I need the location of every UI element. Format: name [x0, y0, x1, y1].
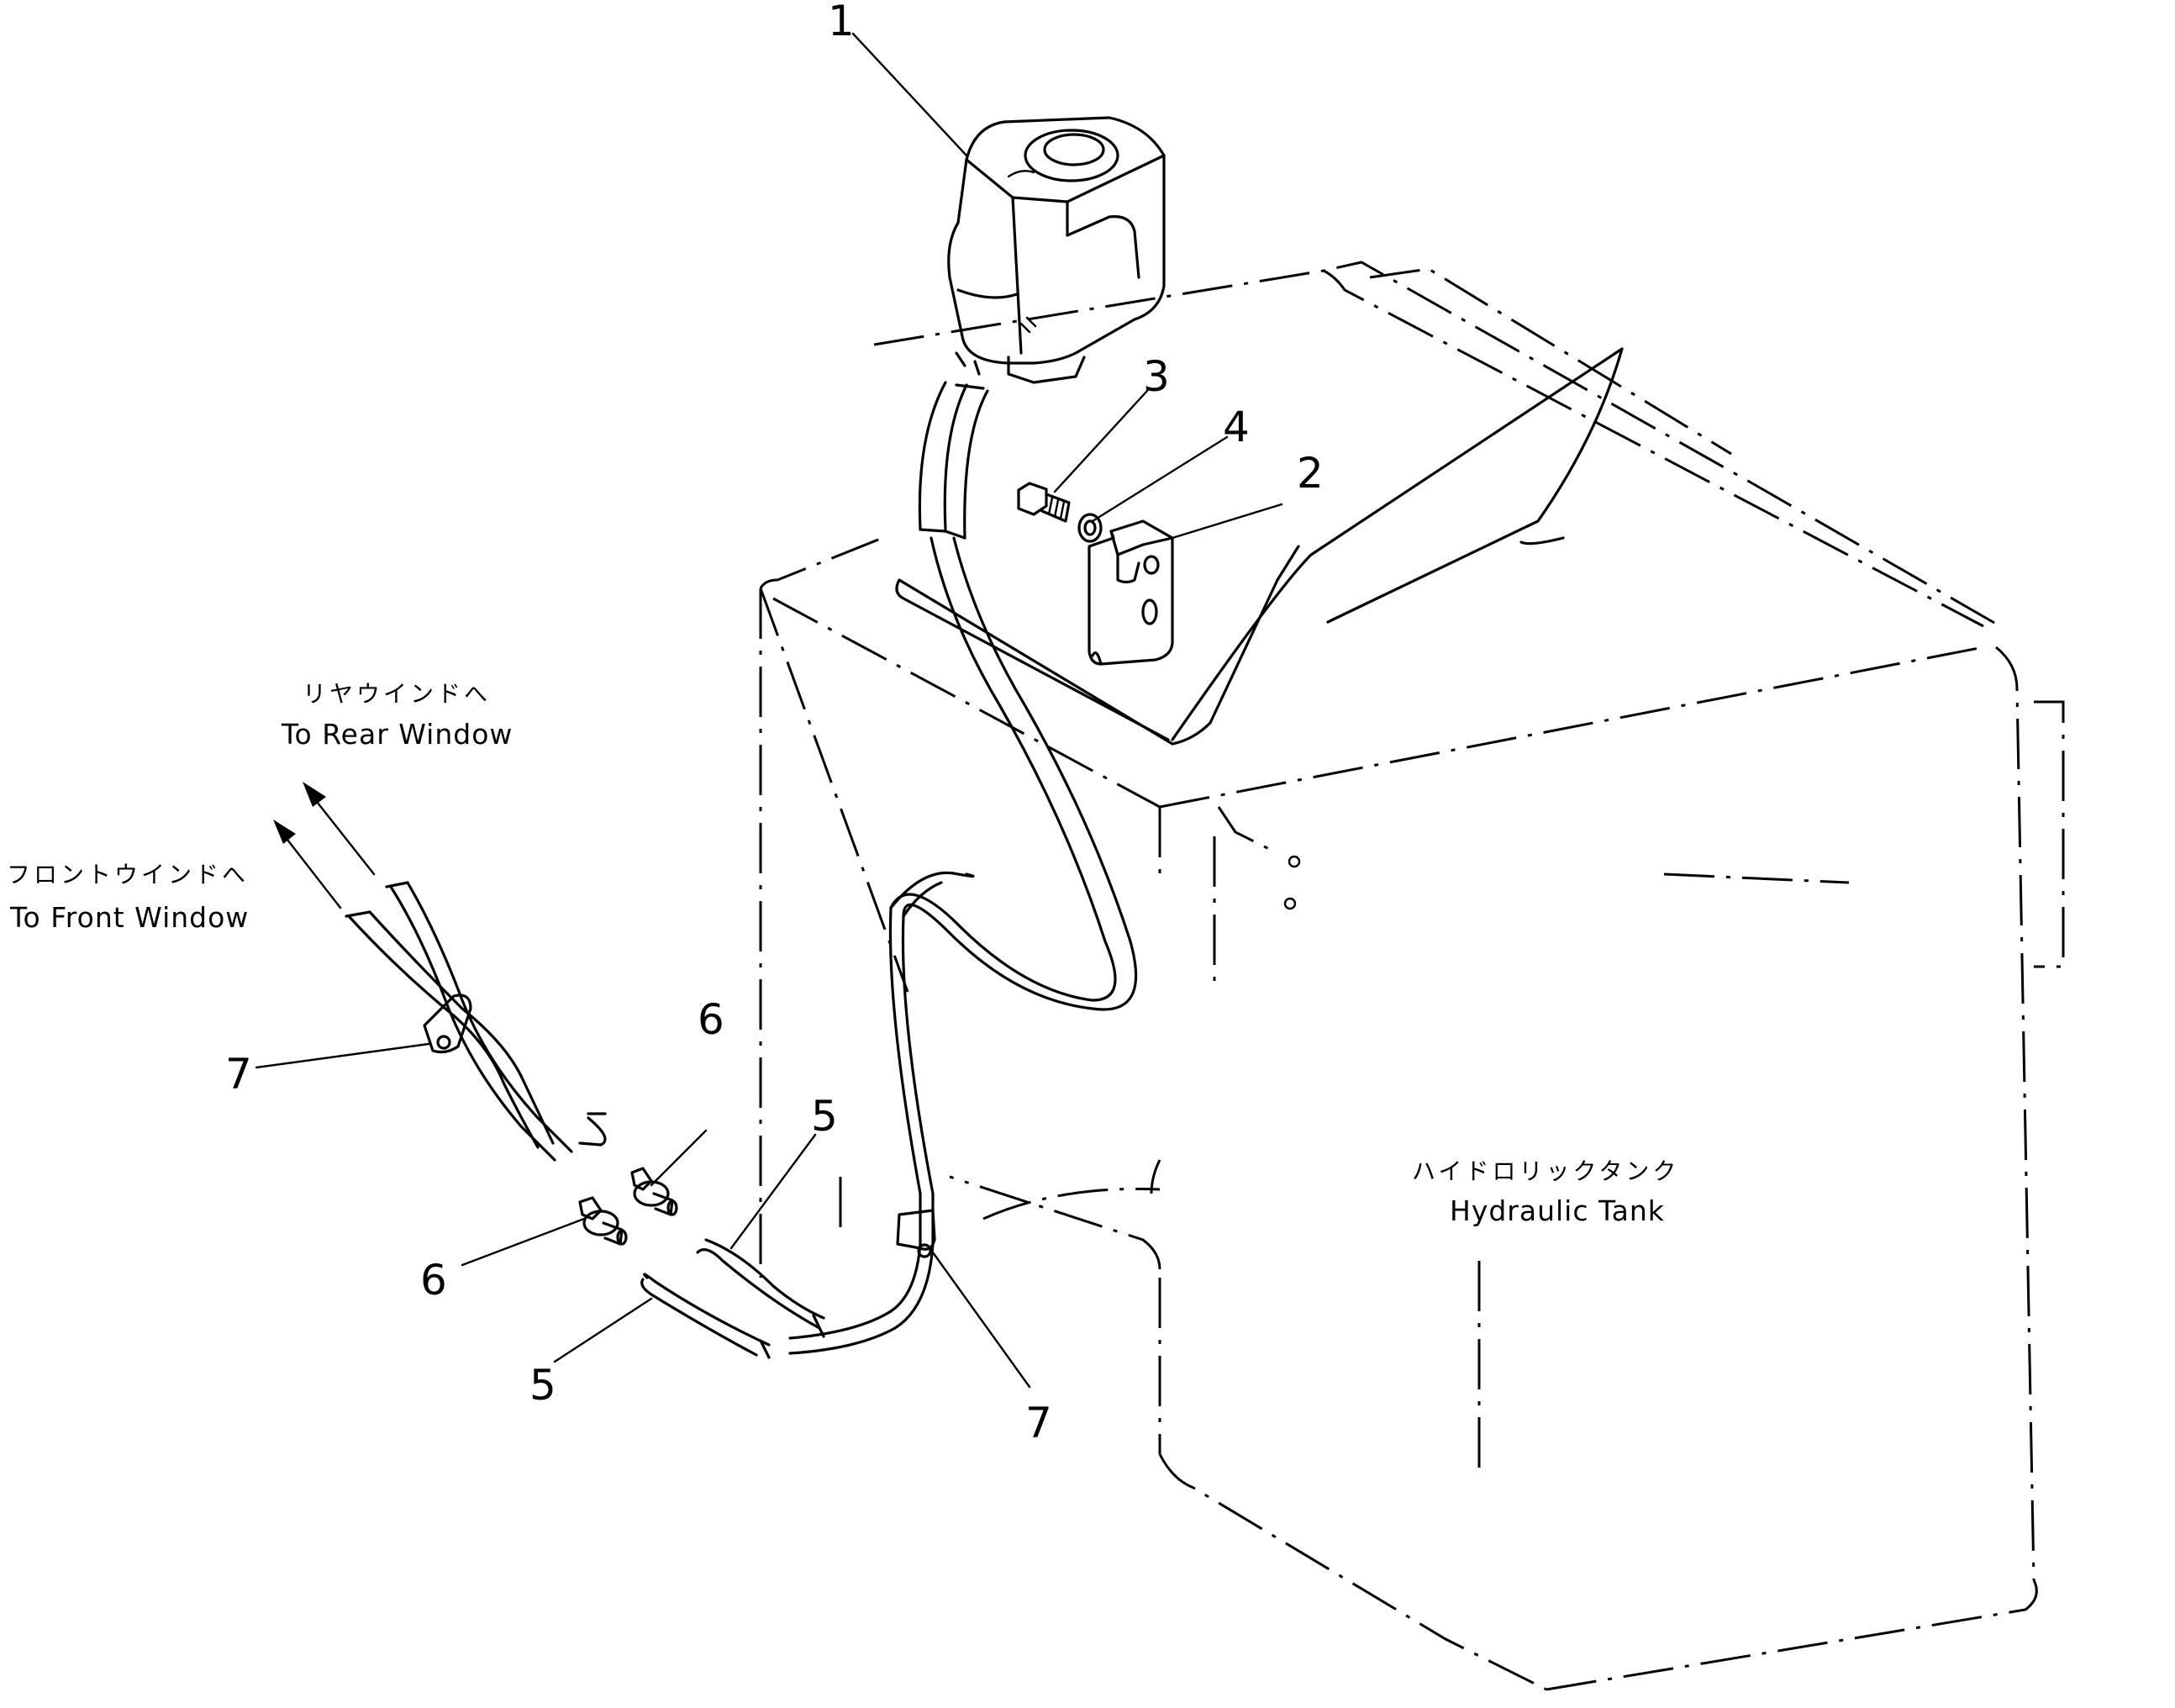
part-number-3: 3 [1143, 352, 1170, 401]
part-number-5-upper: 5 [811, 1092, 838, 1141]
clamp-left [423, 994, 472, 1054]
arrow-front-window [273, 820, 342, 909]
check-valve-upper [630, 1167, 678, 1216]
part-number-6-upper: 6 [698, 995, 724, 1044]
part-number-6-lower: 6 [420, 1256, 447, 1305]
bolt [1017, 482, 1071, 523]
washer [1077, 513, 1103, 543]
hydraulic-tank-label-en: Hydraulic Tank [1450, 1194, 1665, 1227]
part-number-7-left: 7 [225, 1050, 252, 1099]
hoses-to-windows [345, 881, 607, 1162]
front-window-label-jp: フロントウインドへ [7, 861, 249, 888]
rear-window-label-jp: リヤウインドへ [303, 680, 491, 708]
hydraulic-tank-outline [759, 261, 2065, 1691]
part-number-5-lower: 5 [529, 1361, 556, 1410]
tank-top-recess [895, 347, 1624, 910]
part-number-4: 4 [1223, 403, 1250, 451]
rear-window-label-en: To Rear Window [281, 718, 513, 751]
part-number-7-right: 7 [1025, 1399, 1052, 1447]
part-number-2: 2 [1297, 449, 1324, 498]
part-number-1: 1 [828, 0, 855, 45]
check-valve-lower [578, 1196, 628, 1246]
hose-segments [640, 1238, 825, 1359]
front-window-label-en: To Front Window [9, 901, 249, 934]
washer-hose [788, 381, 1138, 1355]
arrow-rear-window [303, 782, 376, 876]
part-number-labels: 1 2 3 4 5 5 6 6 7 7 [225, 0, 1324, 1447]
leader-lines [255, 32, 1283, 1389]
bracket [1088, 519, 1174, 666]
washer-tank [947, 116, 1166, 384]
clamp-right [896, 1209, 936, 1258]
hydraulic-tank-label-jp: ハイドロリックタンク [1412, 1157, 1679, 1185]
